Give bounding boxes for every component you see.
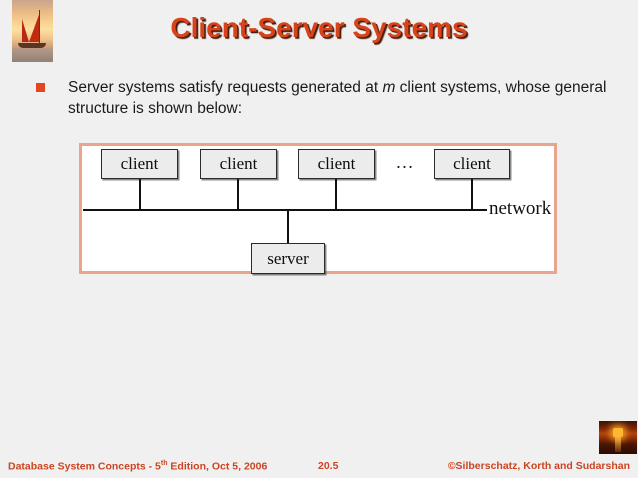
client-node-2: client: [200, 149, 277, 179]
client-node-4: client: [434, 149, 510, 179]
footer-copyright: ©Silberschatz, Korth and Sudarshan: [447, 460, 630, 472]
connector-client-1: [139, 179, 141, 210]
page-title: Client-Server Systems: [170, 12, 468, 43]
ellipsis-label: …: [395, 152, 415, 172]
network-label: network: [489, 198, 552, 219]
sun-reflection-shape: [615, 437, 621, 452]
client-node-3: client: [298, 149, 375, 179]
footer-page-number: 20.5: [318, 460, 339, 472]
server-node: server: [251, 243, 325, 274]
bullet-text-part-1: Server systems satisfy requests generate…: [68, 79, 383, 96]
connector-client-2: [237, 179, 239, 210]
footer-source: Database System Concepts - 5th Edition, …: [8, 460, 267, 473]
client-node-1: client: [101, 149, 178, 179]
square-bullet-icon: [36, 83, 45, 92]
bullet-item-label: Server systems satisfy requests generate…: [68, 77, 616, 119]
footer-source-suffix: Edition, Oct 5, 2006: [167, 460, 268, 473]
sail-foresail-shape: [22, 19, 29, 42]
sail-hull-shape: [18, 43, 46, 48]
connector-client-4: [471, 179, 473, 210]
bullet-list-item: Server systems satisfy requests generate…: [36, 77, 616, 119]
sail-water-shape: [12, 48, 53, 62]
sun-shape: [613, 428, 623, 437]
sailboat-image: [12, 0, 53, 62]
connector-client-3: [335, 179, 337, 210]
connector-server: [287, 209, 289, 244]
footer-edition-superscript: th: [160, 460, 168, 467]
bullet-text-italic-m: m: [382, 79, 396, 96]
footer-source-prefix: Database System Concepts - 5: [8, 460, 161, 473]
sunset-image: [599, 421, 637, 454]
network-bus-line: [83, 209, 487, 211]
bullet-text-part-2: client systems, whose general structure …: [68, 79, 607, 117]
sail-mainsail-shape: [29, 12, 40, 42]
sail-mast-shape: [39, 10, 40, 44]
